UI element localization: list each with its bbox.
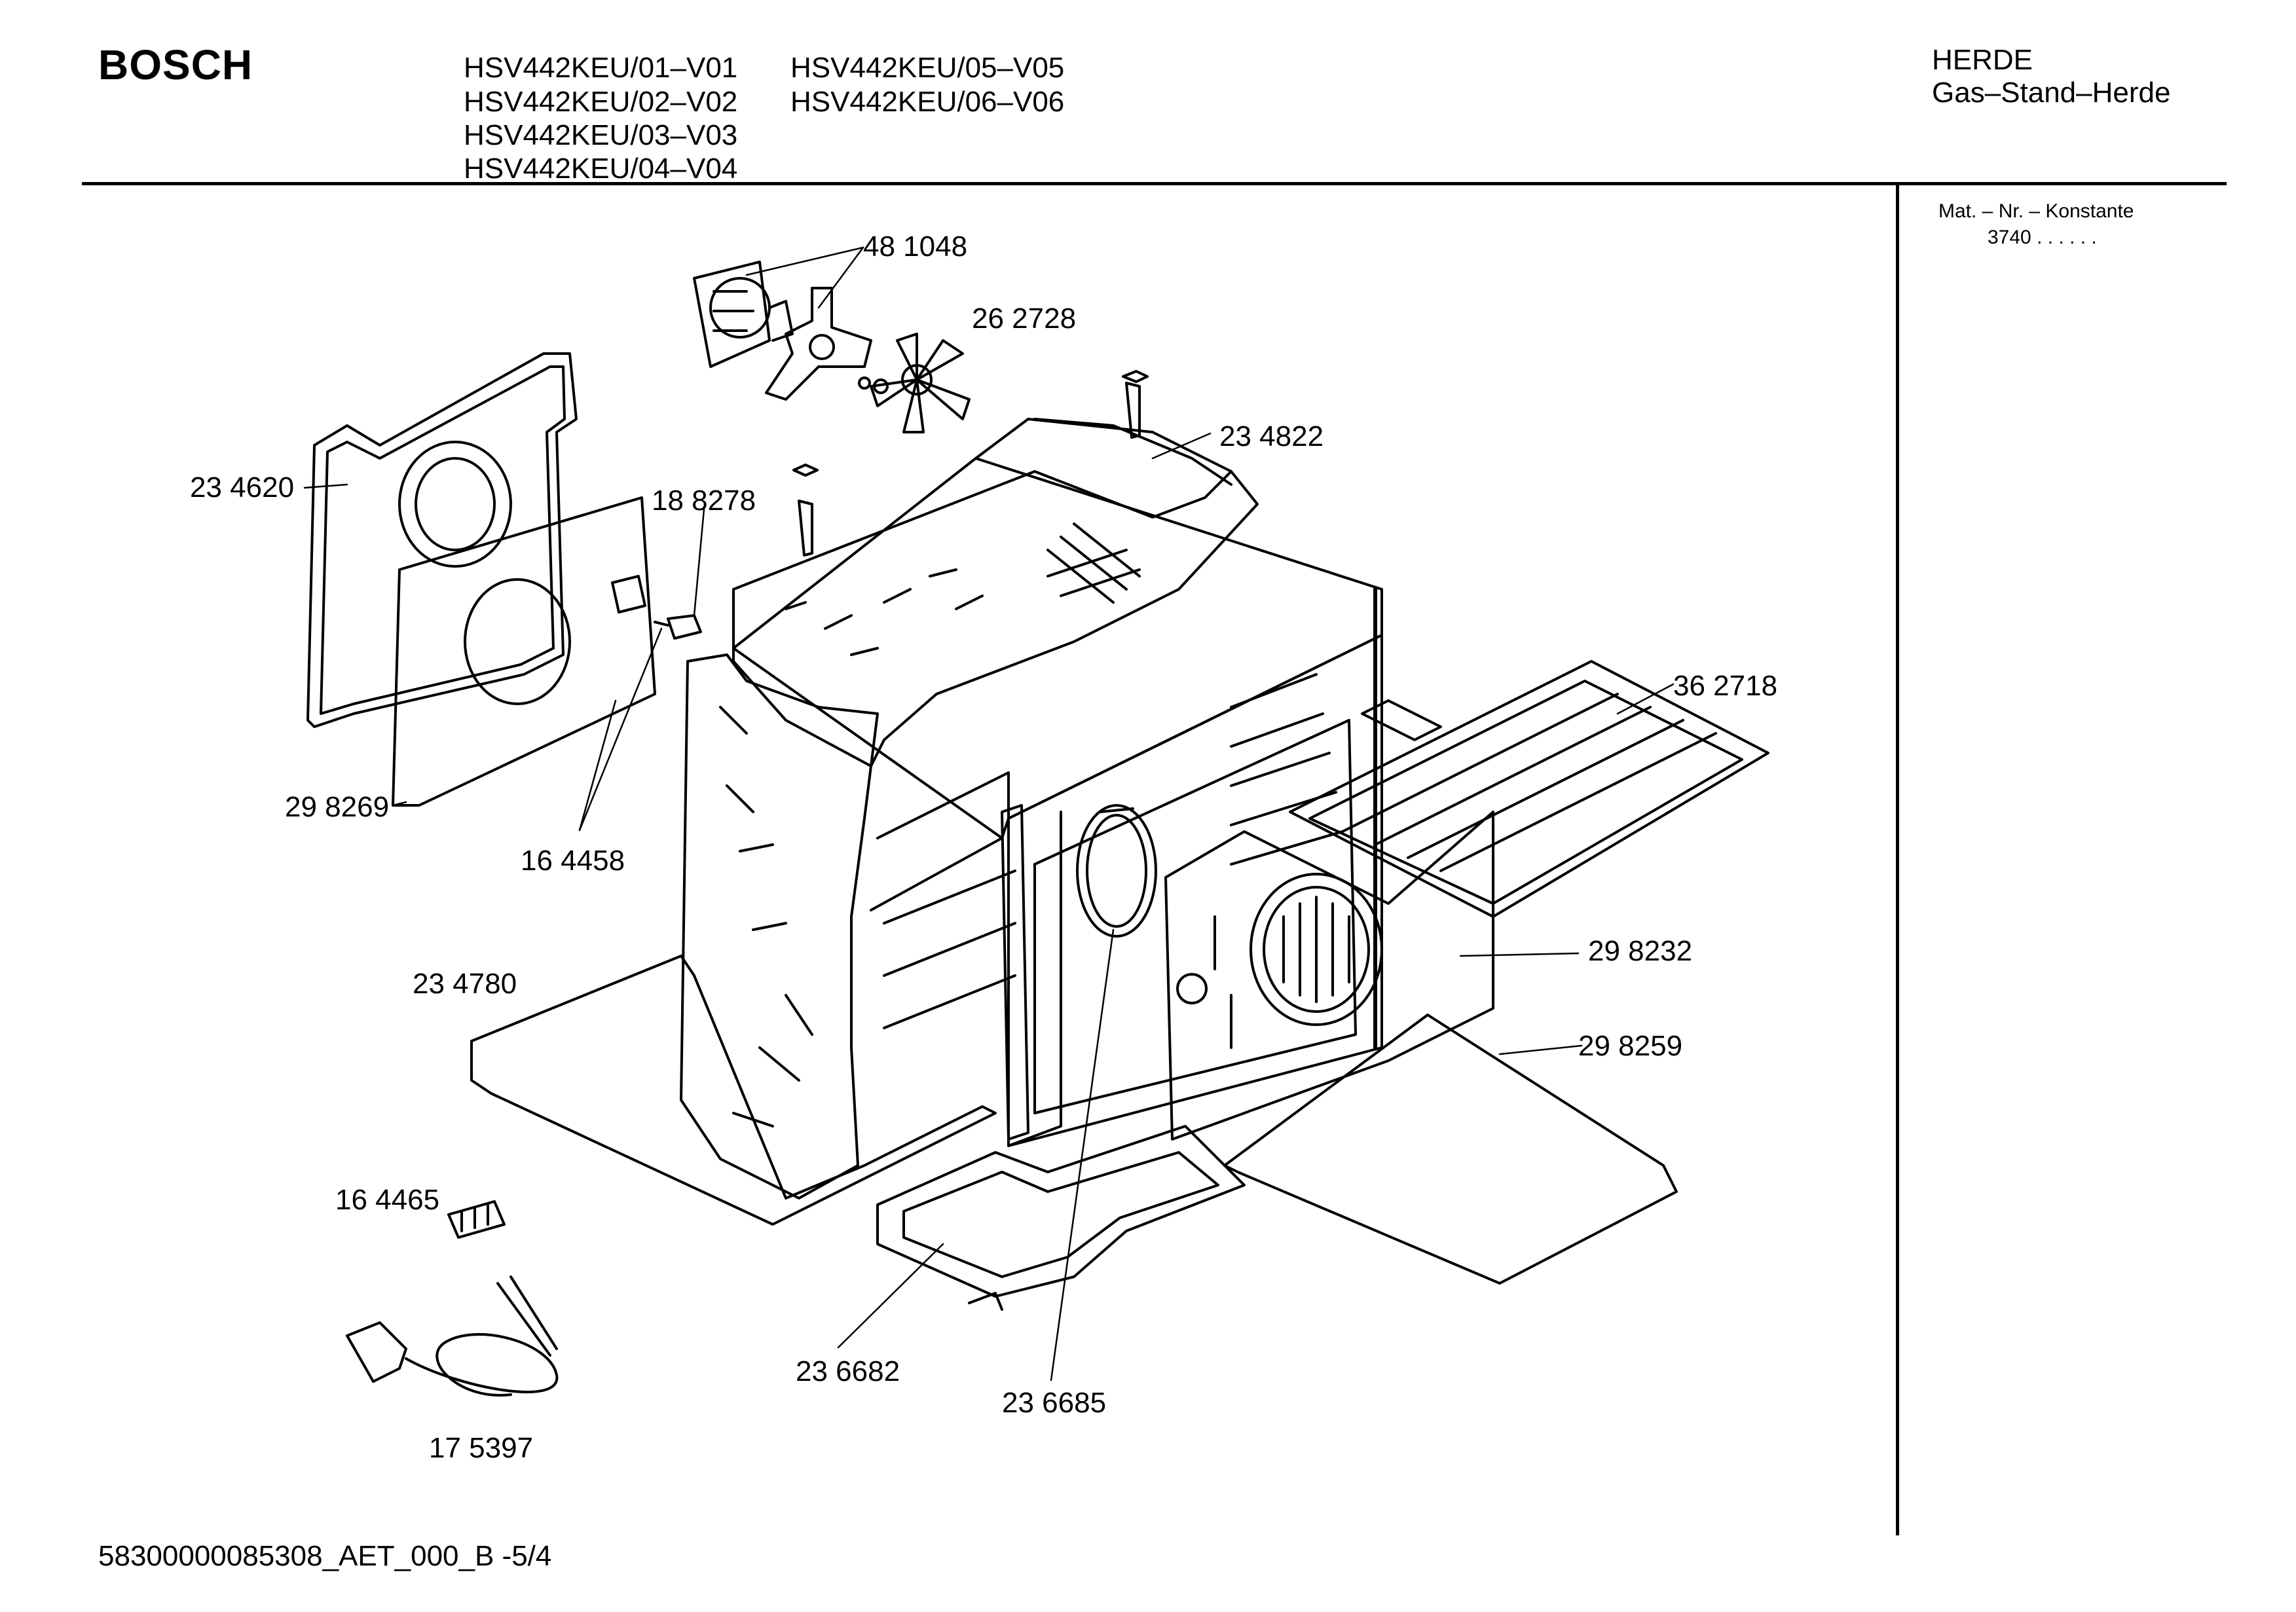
grill-heating-element-part xyxy=(1289,660,1769,918)
model-number: HSV442KEU/01–V01 xyxy=(464,52,738,84)
header-divider xyxy=(82,182,2227,185)
door-frame-part xyxy=(1001,804,1029,1141)
part-label-18-8278: 18 8278 xyxy=(652,485,756,517)
part-label-23-6682: 23 6682 xyxy=(796,1355,900,1387)
part-label-29-8232: 29 8232 xyxy=(1588,935,1693,967)
part-label-17-5397: 17 5397 xyxy=(429,1432,534,1464)
category-subtitle: Gas–Stand–Herde xyxy=(1932,77,2171,109)
model-number: HSV442KEU/04–V04 xyxy=(464,153,738,185)
part-label-26-2728: 26 2728 xyxy=(972,302,1077,335)
mounting-clip-part xyxy=(792,464,819,557)
part-label-23-4780: 23 4780 xyxy=(413,968,517,1000)
rear-wall-gasket-part xyxy=(306,352,578,728)
insulation-mat-part xyxy=(732,418,1259,767)
part-label-48-1048: 48 1048 xyxy=(863,230,968,263)
oven-lamp-part xyxy=(611,575,702,640)
sidebar-divider xyxy=(1896,185,1899,1535)
oven-cavity-part xyxy=(732,418,1383,1147)
baking-tray-part xyxy=(1223,1014,1678,1285)
power-cable-part xyxy=(346,1275,559,1397)
category-title: HERDE xyxy=(1932,44,2033,76)
part-label-16-4458: 16 4458 xyxy=(521,845,625,877)
brand-logo: BOSCH xyxy=(98,41,253,88)
part-label-36-2718: 36 2718 xyxy=(1673,670,1778,702)
leader-lines xyxy=(303,246,1675,1382)
model-number: HSV442KEU/02–V02 xyxy=(464,86,738,118)
model-number: HSV442KEU/05–V05 xyxy=(790,52,1065,84)
side-insulation-part xyxy=(680,653,879,1200)
material-label: Mat. – Nr. – Konstante xyxy=(1938,200,2134,222)
part-label-29-8259: 29 8259 xyxy=(1578,1030,1683,1062)
bottom-heating-element-part xyxy=(876,1125,1246,1311)
rear-fan-cover-part xyxy=(1164,811,1494,1141)
circular-heating-element-part xyxy=(1076,804,1157,938)
part-label-23-4822: 23 4822 xyxy=(1219,420,1324,452)
base-plate-part xyxy=(470,955,997,1226)
fan-wheel-part xyxy=(858,333,971,433)
material-value: 3740 . . . . . . xyxy=(1988,227,2097,248)
part-label-29-8269: 29 8269 xyxy=(285,791,390,823)
fan-motor-part xyxy=(693,261,794,368)
model-number: HSV442KEU/06–V06 xyxy=(790,86,1065,118)
part-label-23-4620: 23 4620 xyxy=(190,471,295,504)
model-number: HSV442KEU/03–V03 xyxy=(464,119,738,151)
motor-bracket-part xyxy=(765,287,872,401)
mounting-clip-part xyxy=(1122,370,1149,439)
part-label-23-6685: 23 6685 xyxy=(1002,1387,1107,1419)
perforated-back-plate-part xyxy=(392,496,656,807)
part-label-16-4465: 16 4465 xyxy=(335,1184,440,1216)
terminal-block-part xyxy=(447,1200,506,1239)
document-id: 58300000085308_AET_000_B -5/4 xyxy=(98,1540,552,1572)
